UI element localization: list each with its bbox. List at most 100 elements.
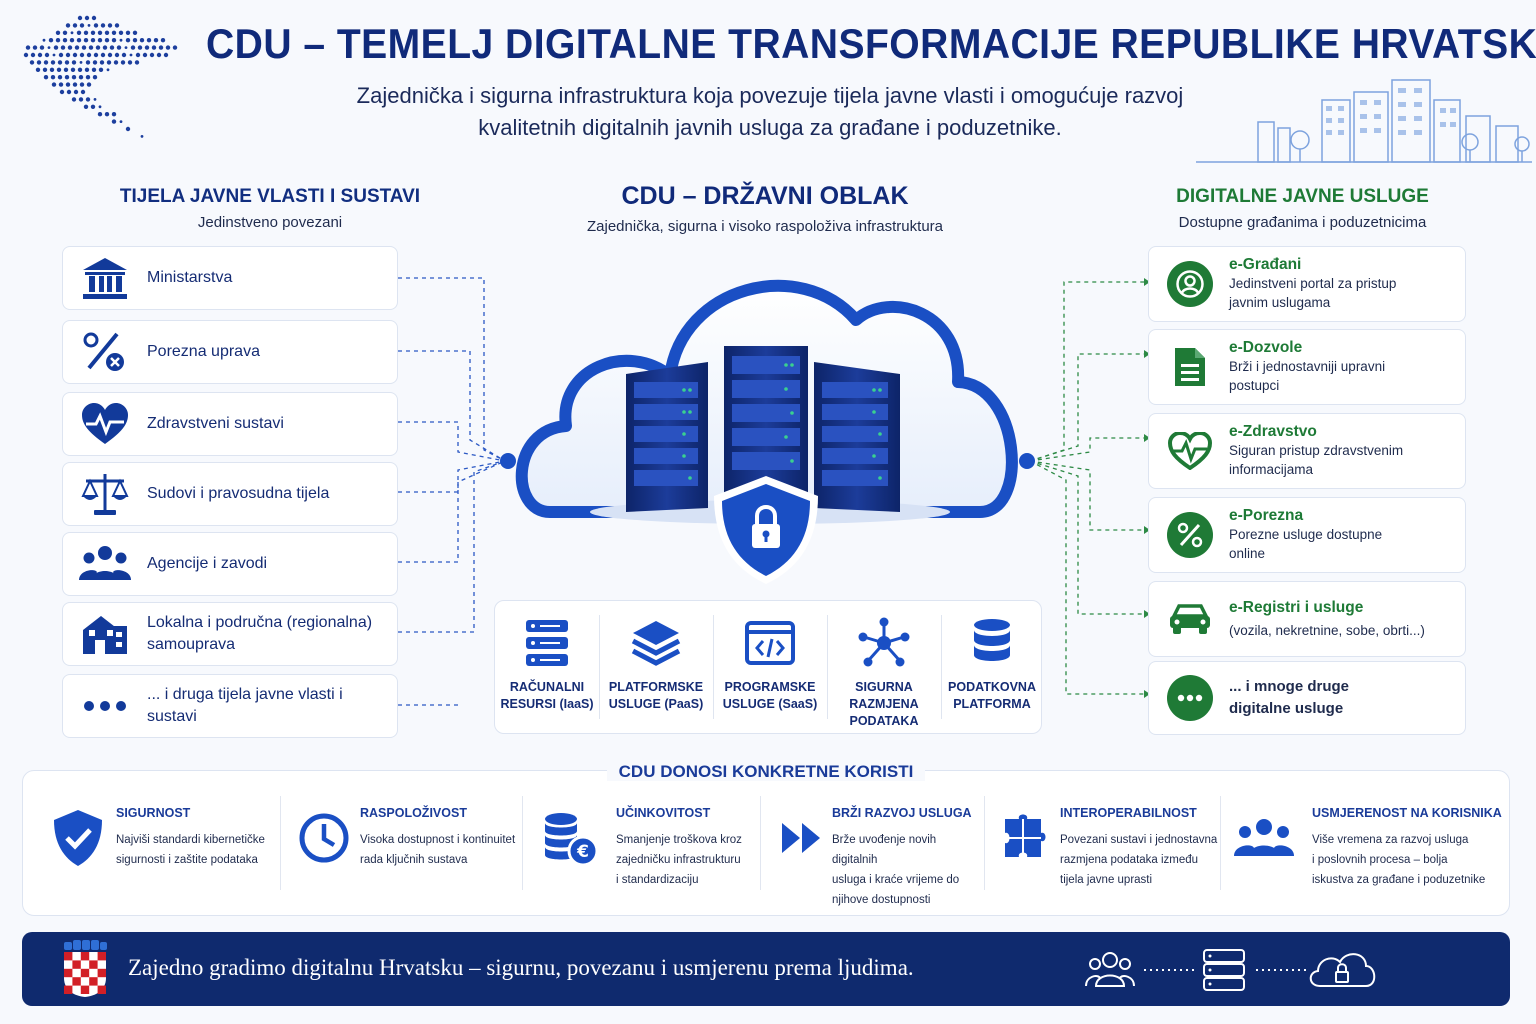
percent-icon [1167,512,1213,558]
authority-card-porezna[interactable]: Porezna uprava [62,320,398,384]
puzzle-icon [996,808,1056,868]
service-card-e-registri[interactable]: e-Registri i usluge (vozila, nekretnine,… [1148,581,1466,657]
service-card-e-gradani[interactable]: e-Građani Jedinstveni portal za pristup … [1148,246,1466,322]
service-title: e-Građani [1229,256,1302,273]
map-dot [98,67,104,72]
map-dot [119,120,123,123]
map-dot [91,15,97,21]
map-dot [149,52,155,58]
service-card-text: e-Zdravstvo Siguran pristup zdravstvenim… [1229,423,1403,479]
authority-card-ostala[interactable]: ... i druga tijela javne vlasti i sustav… [62,674,398,738]
map-dot [163,52,169,58]
map-dot [58,82,64,87]
svg-text:€: € [576,842,589,862]
cloud-lock-outline-icon [1309,953,1376,987]
map-dot [130,45,136,50]
map-dot [106,68,110,72]
authority-card-zdravstvo[interactable]: Zdravstveni sustavi [62,392,398,456]
map-dot [76,30,82,35]
map-dot [43,75,49,80]
service-card-text: e-Registri i usluge (vozila, nekretnine,… [1229,599,1425,640]
map-dot [29,60,35,65]
service-desc-1: digitalne usluge [1229,700,1344,717]
more-dots-icon [63,700,147,712]
map-dot [125,126,131,132]
authority-card-ministarstva[interactable]: Ministarstva [62,246,398,310]
map-dot [81,45,87,50]
map-dot [114,52,120,58]
map-dot [62,38,68,43]
map-dot [42,38,46,42]
map-dot [106,60,112,65]
map-dot [76,38,82,43]
map-dot [87,24,91,27]
shield-check-icon [48,808,108,868]
service-card-more[interactable]: ... i mnoge druge digitalne usluge [1148,661,1466,735]
page-subtitle: Zajednička i sigurna infrastruktura koja… [300,80,1240,144]
map-dot [113,60,119,65]
map-dot [77,15,83,21]
map-dot [39,45,45,50]
map-dot [77,67,83,72]
map-dot [90,104,96,110]
benefit-title: UČINKOVITOST [616,806,711,820]
authority-label: ... i druga tijela javne vlasti i sustav… [147,686,343,725]
map-dot [79,23,85,28]
service-desc-2: online [1229,546,1266,561]
divider [713,615,714,719]
authority-label: Lokalna i područna (regionalna) samoupra… [147,614,373,653]
left-column-subtitle: Jedinstveno povezani [197,214,343,231]
map-dot [50,75,56,80]
benefit-security: SIGURNOST Najviši standardi kibernetičke… [48,800,274,900]
benefit-title: BRŽI RAZVOJ USLUGA [832,806,972,820]
authority-card-lokalna[interactable]: Lokalna i područna (regionalna) samoupra… [62,602,398,666]
authority-card-sudovi[interactable]: Sudovi i pravosudna tijela [62,462,398,526]
divider [984,796,985,890]
footer-people-server-cloud-icons [1085,949,1376,991]
map-dot [135,52,141,58]
map-dot [65,82,71,87]
coat-of-arms-square [97,952,106,961]
service-card-e-dozvole[interactable]: e-Dozvole Brži i jednostavniji upravni p… [1148,329,1466,405]
map-dot [71,97,77,102]
shield-lock-icon [714,476,818,584]
map-dot [125,38,131,43]
right-column-title: DIGITALNE JAVNE USLUGE [1176,186,1429,207]
map-dot [153,38,159,43]
coat-of-arms-square [64,985,73,994]
divider [522,796,523,890]
coat-of-arms-square [89,977,98,986]
map-dot [55,30,61,35]
authority-card-agencije[interactable]: Agencije i zavodi [62,532,398,596]
service-title: e-Porezna [1229,507,1304,524]
subtitle-line-1: Zajednička i sigurna infrastruktura koja… [356,83,1184,108]
map-dot [118,30,124,35]
map-dot [90,30,96,35]
coat-of-arms-square [80,952,90,961]
map-dot [85,60,91,65]
map-dot [119,38,123,42]
map-dot [79,52,85,58]
benefit-faster-development: BRŽI RAZVOJ USLUGA Brže uvođenje novih d… [772,800,982,906]
map-dot [84,15,90,21]
map-dot [32,45,38,50]
service-card-e-porezna[interactable]: e-Porezna Porezne usluge dostupne online [1148,497,1466,573]
map-dot [59,89,65,95]
service-card-e-zdravstvo[interactable]: e-Zdravstvo Siguran pristup zdravstvenim… [1148,413,1466,489]
car-icon [1167,596,1213,642]
authority-label: Zdravstveni sustavi [147,415,284,432]
map-dot [66,89,72,95]
benefits-panel [22,770,1510,916]
map-dot [57,75,63,80]
service-desc-2: postupci [1229,378,1280,393]
map-dot [127,60,133,65]
